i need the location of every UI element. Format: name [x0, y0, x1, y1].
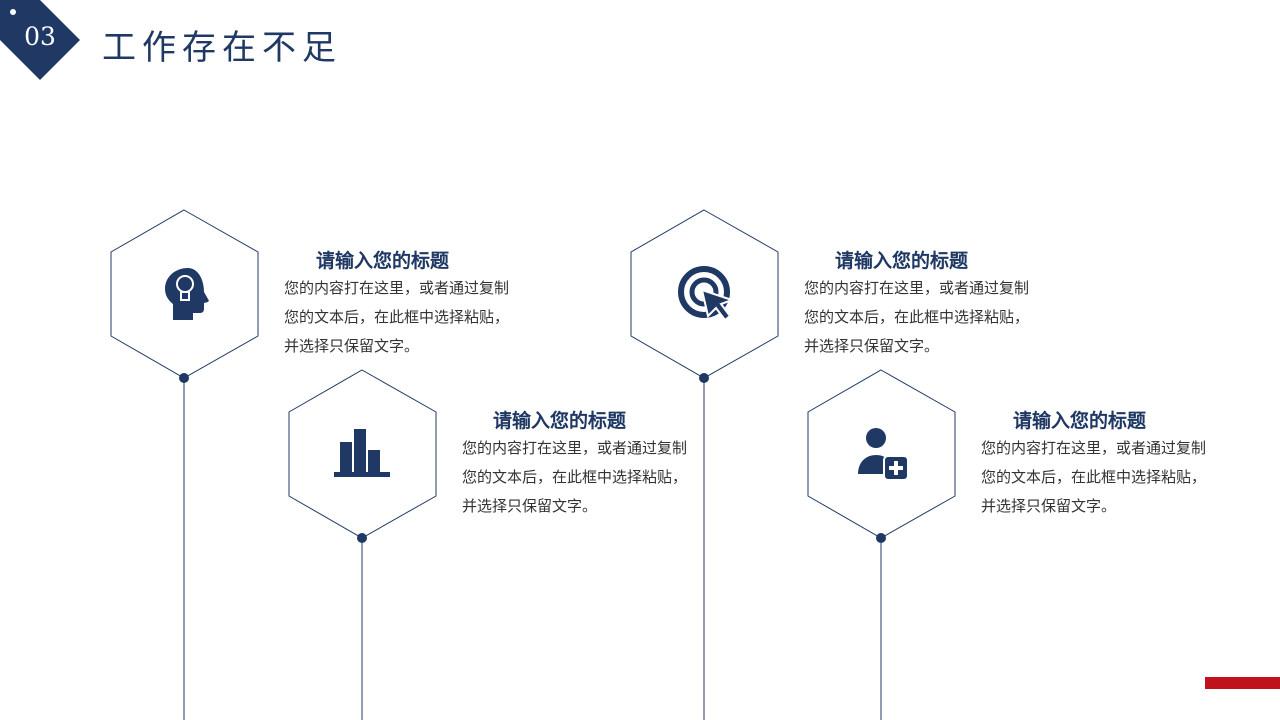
section-number: 03	[24, 22, 56, 51]
card-body: 您的内容打在这里，或者通过复制您的文本后，在此框中选择粘贴，并选择只保留文字。	[462, 439, 688, 515]
card-title: 请输入您的标题	[835, 250, 969, 272]
add-user-icon	[858, 428, 909, 481]
accent-bar	[1205, 677, 1280, 689]
card-body: 您的内容打在这里，或者通过复制您的文本后，在此框中选择粘贴，并选择只保留文字。	[284, 279, 510, 355]
target-cursor-icon	[678, 266, 736, 322]
card-body: 您的内容打在这里，或者通过复制您的文本后，在此框中选择粘贴，并选择只保留文字。	[804, 279, 1030, 355]
page-title: 工作存在不足	[102, 28, 342, 68]
card-body: 您的内容打在这里，或者通过复制您的文本后，在此框中选择粘贴，并选择只保留文字。	[981, 439, 1207, 515]
card-title: 请输入您的标题	[493, 410, 627, 432]
bar-chart-icon	[334, 429, 390, 477]
card-title: 请输入您的标题	[1013, 410, 1147, 432]
card-title: 请输入您的标题	[316, 250, 450, 272]
section-badge: 03	[0, 0, 80, 80]
head-lightbulb-icon	[165, 268, 209, 320]
diamond-tag-icon	[0, 0, 80, 80]
